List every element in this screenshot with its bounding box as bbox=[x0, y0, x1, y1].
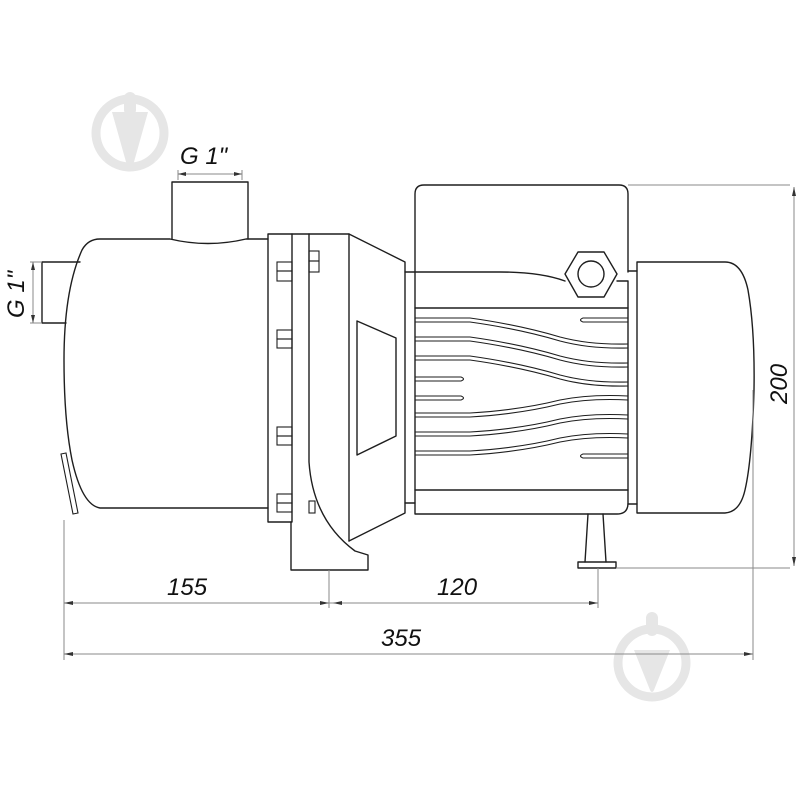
watermark-logo-top-left bbox=[91, 92, 169, 172]
dimension-120-label: 120 bbox=[437, 574, 478, 601]
outlet-nozzle bbox=[171, 181, 249, 240]
pump-flange bbox=[267, 233, 369, 571]
fan-cover bbox=[627, 261, 755, 514]
pump-housing bbox=[41, 181, 269, 515]
watermark-logo-bottom-right bbox=[613, 612, 691, 702]
dimension-200-label: 200 bbox=[766, 363, 793, 405]
plumb-bob-in-circle-icon bbox=[91, 92, 169, 172]
dimension-155-label: 155 bbox=[167, 574, 208, 601]
outlet-thread-label: G 1" bbox=[180, 143, 229, 170]
motor-bracket bbox=[348, 233, 416, 542]
drain-plug bbox=[60, 452, 79, 515]
dimension-lines bbox=[30, 170, 796, 660]
inspection-window bbox=[356, 320, 397, 456]
inlet-thread-label: G 1" bbox=[3, 269, 30, 318]
plumb-bob-in-circle-icon bbox=[613, 612, 691, 702]
motor-body bbox=[414, 184, 629, 515]
cooling-fins bbox=[415, 317, 629, 459]
inlet-nozzle bbox=[41, 261, 81, 324]
terminal-box bbox=[414, 184, 629, 273]
cable-gland bbox=[564, 251, 618, 298]
motor-foot bbox=[577, 513, 617, 569]
dimension-355-label: 355 bbox=[381, 625, 422, 652]
